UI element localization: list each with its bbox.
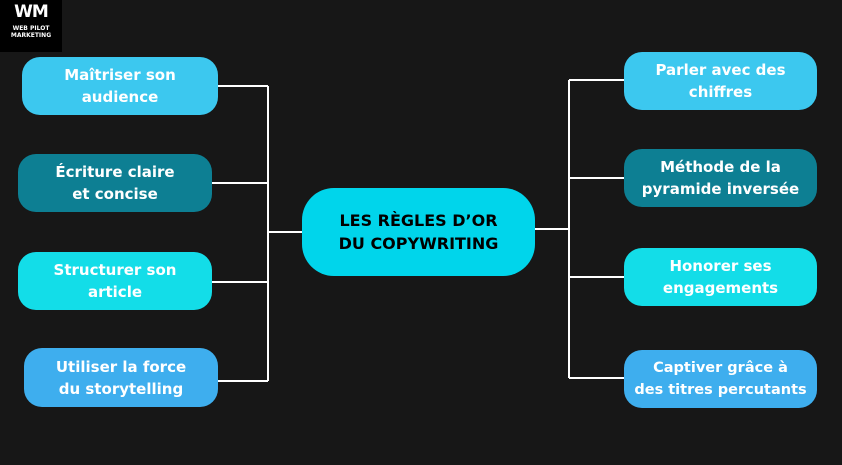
left-node-1-line-2: audience: [81, 88, 159, 106]
logo: WM WEB PILOT MARKETING: [0, 0, 62, 52]
left-node-3-line-2: article: [87, 283, 143, 301]
left-node-3: Structurer son article: [18, 252, 212, 310]
left-node-3-line-1: Structurer son: [53, 261, 177, 279]
right-node-1-line-2: chiffres: [688, 83, 753, 101]
right-node-2-line-2: pyramide inversée: [641, 180, 800, 198]
center-node-line-2: DU COPYWRITING: [338, 234, 499, 253]
left-node-2-line-2: et concise: [72, 185, 158, 203]
left-node-2-line-1: Écriture claire: [55, 163, 175, 181]
logo-mark: WM: [14, 2, 49, 22]
right-node-1: Parler avec des chiffres: [624, 52, 817, 110]
center-node-line-1: LES RÈGLES D’OR: [339, 211, 498, 230]
right-node-1-line-1: Parler avec des: [655, 61, 786, 79]
logo-line-1: WEB PILOT: [12, 25, 50, 32]
right-node-4-line-1: Captiver grâce à: [653, 360, 788, 376]
right-node-3-line-1: Honorer ses: [669, 257, 772, 275]
right-node-3: Honorer ses engagements: [624, 248, 817, 306]
left-node-4: Utiliser la force du storytelling: [24, 348, 218, 407]
left-node-2: Écriture claire et concise: [18, 154, 212, 212]
right-node-3-line-2: engagements: [662, 279, 779, 297]
right-node-4: Captiver grâce à des titres percutants: [624, 350, 817, 408]
logo-line-2: MARKETING: [10, 32, 52, 39]
left-node-1-line-1: Maîtriser son: [64, 66, 176, 84]
left-node-4-line-2: du storytelling: [58, 379, 184, 398]
center-node: LES RÈGLES D’OR DU COPYWRITING: [302, 188, 535, 276]
right-node-4-line-2: des titres percutants: [634, 382, 807, 398]
left-node-4-line-1: Utiliser la force: [55, 357, 187, 376]
right-node-2: Méthode de la pyramide inversée: [624, 149, 817, 207]
right-node-2-line-1: Méthode de la: [660, 158, 781, 176]
left-node-1: Maîtriser son audience: [22, 57, 218, 115]
